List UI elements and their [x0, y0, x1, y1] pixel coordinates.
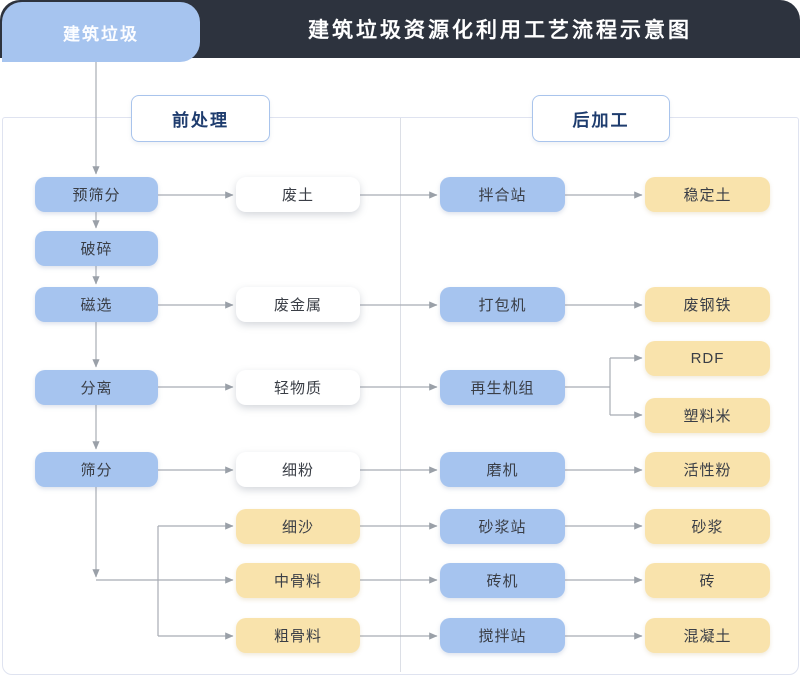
flow-node-feijinshu: 废金属	[236, 287, 360, 322]
flow-node-cixuan: 磁选	[35, 287, 158, 322]
flow-node-dabaoji: 打包机	[440, 287, 565, 322]
column-divider-line	[400, 118, 401, 672]
flow-node-jiaobanzhan: 搅拌站	[440, 618, 565, 653]
section-label-post: 后加工	[532, 95, 670, 142]
flow-node-cuguliao: 粗骨料	[236, 618, 360, 653]
flow-node-suliaomi: 塑料米	[645, 398, 770, 433]
flow-node-feigangtie: 废钢铁	[645, 287, 770, 322]
flowchart-frame	[2, 117, 799, 675]
flow-node-xifen: 细粉	[236, 452, 360, 487]
flow-node-wendingtu: 稳定土	[645, 177, 770, 212]
flow-node-banhezhan: 拌合站	[440, 177, 565, 212]
page-title: 建筑垃圾资源化利用工艺流程示意图	[308, 19, 692, 42]
flow-node-shaifen: 筛分	[35, 452, 158, 487]
flow-node-fenli: 分离	[35, 370, 158, 405]
flow-node-zaishengjizu: 再生机组	[440, 370, 565, 405]
flow-node-zhuan: 砖	[645, 563, 770, 598]
flow-node-hunningtu: 混凝土	[645, 618, 770, 653]
flow-node-posui: 破碎	[35, 231, 158, 266]
flow-node-shajiang: 砂浆	[645, 509, 770, 544]
flow-node-moji: 磨机	[440, 452, 565, 487]
flow-node-rdf: RDF	[645, 341, 770, 376]
section-label-pre: 前处理	[131, 95, 270, 142]
flow-node-yushaifen: 预筛分	[35, 177, 158, 212]
flow-node-zhuanji: 砖机	[440, 563, 565, 598]
flow-node-zhongguliao: 中骨料	[236, 563, 360, 598]
flow-node-xisha: 细沙	[236, 509, 360, 544]
source-tab-construction-waste: 建筑垃圾	[2, 2, 200, 62]
flow-node-feitu: 废土	[236, 177, 360, 212]
flow-node-shajiangzhan: 砂浆站	[440, 509, 565, 544]
flow-node-qingwuzhi: 轻物质	[236, 370, 360, 405]
flow-node-huoxingfen: 活性粉	[645, 452, 770, 487]
